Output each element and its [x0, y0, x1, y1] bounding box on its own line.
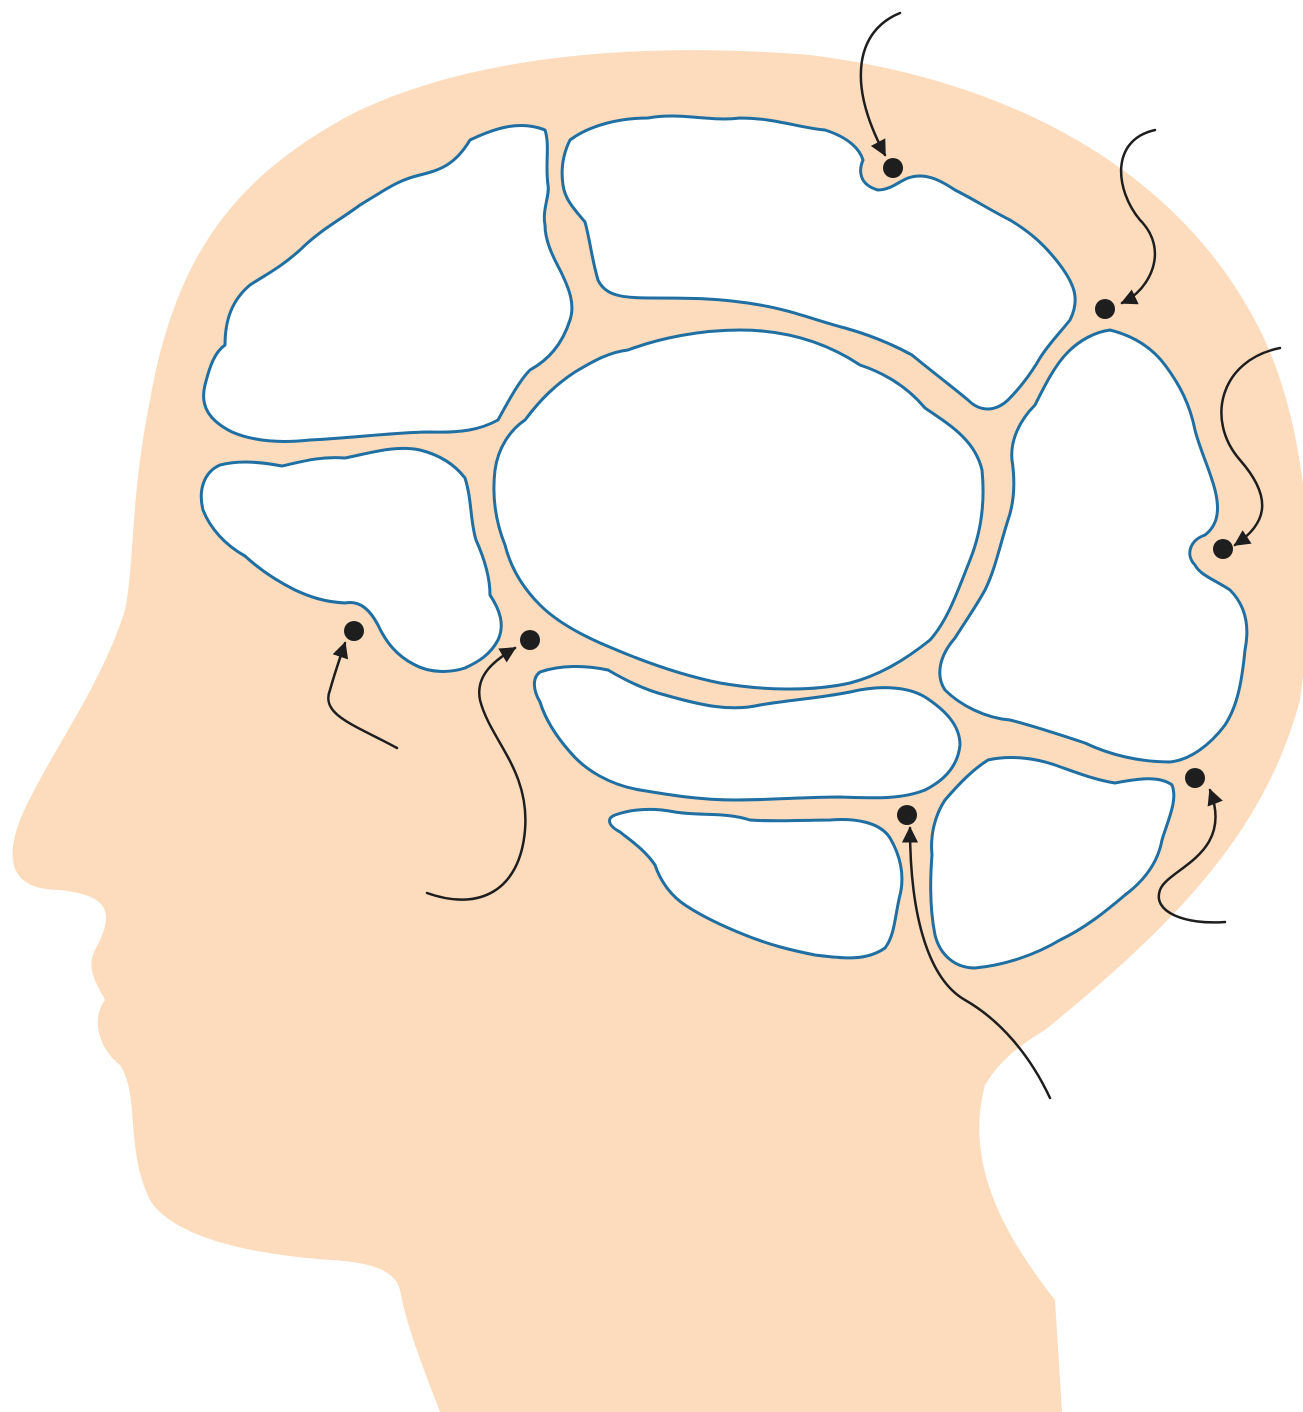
callout-point-4 [344, 621, 364, 641]
callout-point-5 [520, 630, 540, 650]
callout-point-2 [1095, 299, 1115, 319]
callout-point-7 [1185, 768, 1205, 788]
callout-point-1 [883, 158, 903, 178]
callout-point-3 [1213, 539, 1233, 559]
callout-point-6 [897, 805, 917, 825]
